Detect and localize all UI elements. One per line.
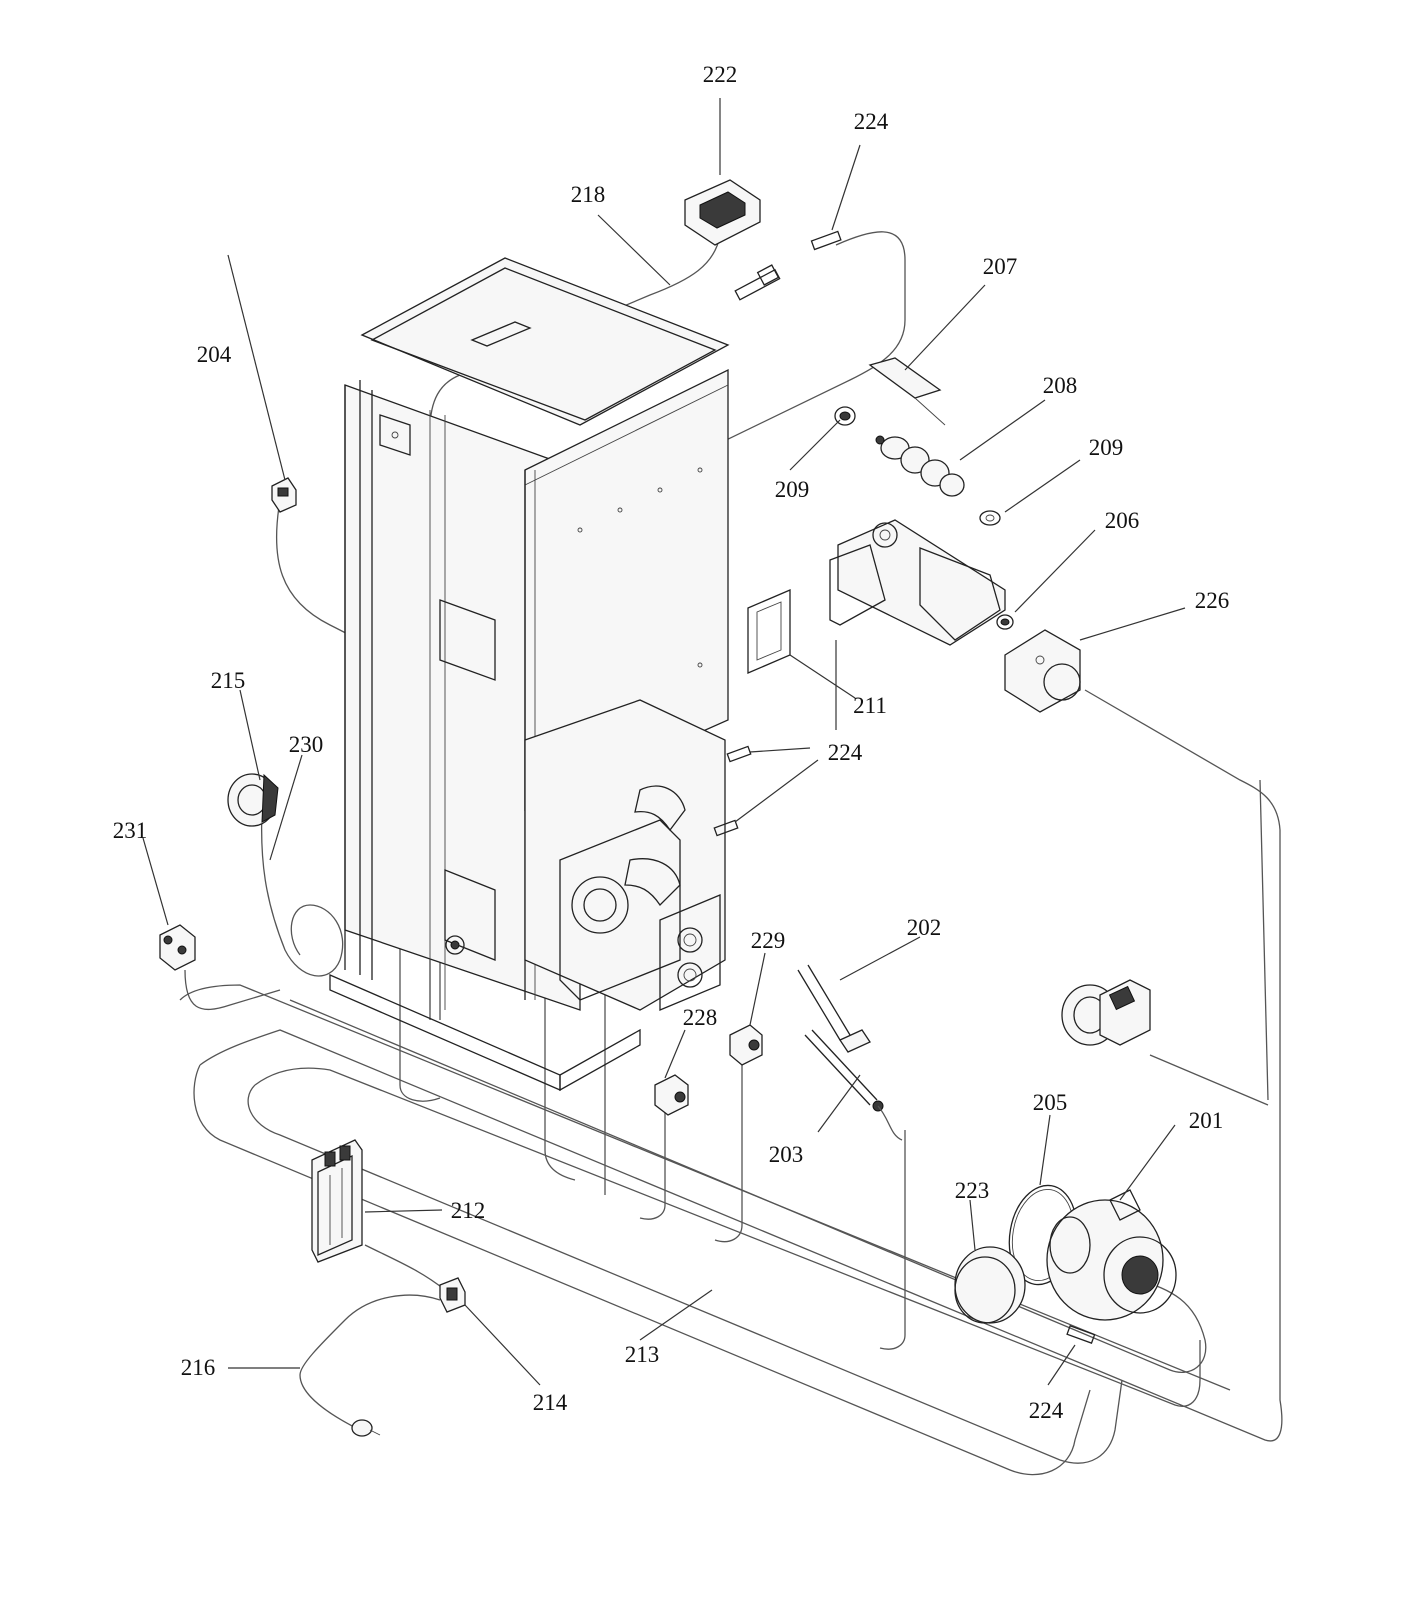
washer-209-right: [979, 510, 1001, 526]
connector-218: [734, 264, 781, 301]
cap-223: [954, 1246, 1026, 1324]
connector-214: [439, 1277, 466, 1313]
callout-205: 205: [1033, 1090, 1068, 1115]
callout-222: 222: [703, 62, 738, 87]
leader-lines: [142, 98, 1186, 1386]
callout-214: 214: [533, 1390, 568, 1415]
callout-216: 216: [181, 1355, 216, 1380]
callout-206: 206: [1105, 508, 1140, 533]
callout-208: 208: [1043, 373, 1078, 398]
sensor-pin-224-top: [810, 230, 842, 251]
callout-218: 218: [571, 182, 606, 207]
sensor-pins-224-mid: [713, 745, 752, 837]
callout-203: 203: [769, 1142, 804, 1167]
callout-224-mid: 224: [828, 740, 863, 765]
auger-screw-208: [875, 435, 965, 497]
callout-223: 223: [955, 1178, 990, 1203]
callout-228: 228: [683, 1005, 718, 1030]
gear-206: [996, 614, 1014, 630]
callout-231: 231: [113, 818, 148, 843]
ignition-tube-202: [797, 964, 871, 1053]
igniter-203: [804, 1029, 903, 1141]
motor-226: [1004, 629, 1081, 713]
feeder-housing: [829, 519, 1006, 646]
callout-224-top: 224: [854, 109, 889, 134]
gasket-211: [747, 589, 791, 674]
callout-209-upper: 209: [775, 477, 810, 502]
switch-229: [729, 1024, 763, 1066]
control-board-212: [311, 1139, 363, 1263]
callout-204: 204: [197, 342, 232, 367]
nut-209-upper: [834, 406, 856, 426]
callout-215: 215: [211, 668, 246, 693]
callout-211: 211: [853, 693, 887, 718]
callout-224-bottom: 224: [1029, 1398, 1064, 1423]
fan-201: [1046, 1189, 1177, 1321]
thermostat-231: [159, 924, 196, 971]
control-panel-222: [684, 179, 761, 246]
callout-230: 230: [289, 732, 324, 757]
callout-212: 212: [451, 1198, 486, 1223]
callout-213: 213: [625, 1342, 660, 1367]
pressure-switch-215: [227, 773, 279, 827]
switch-228: [654, 1074, 689, 1116]
boiler-cabinet: [329, 257, 730, 1092]
callout-202: 202: [907, 915, 942, 940]
callout-226: 226: [1195, 588, 1230, 613]
callout-201: 201: [1189, 1108, 1224, 1133]
callout-209-right: 209: [1089, 435, 1124, 460]
callout-207: 207: [983, 254, 1018, 279]
sensor-pin-224-bottom: [1066, 1324, 1096, 1344]
plate-207: [868, 357, 946, 426]
callout-labels: 222 224 218 207 208 209 209 206 226 211 …: [113, 62, 1230, 1423]
sensor-204: [271, 477, 297, 513]
callout-229: 229: [751, 928, 786, 953]
sensor-216: [351, 1419, 381, 1437]
circulation-pump: [1061, 979, 1151, 1046]
